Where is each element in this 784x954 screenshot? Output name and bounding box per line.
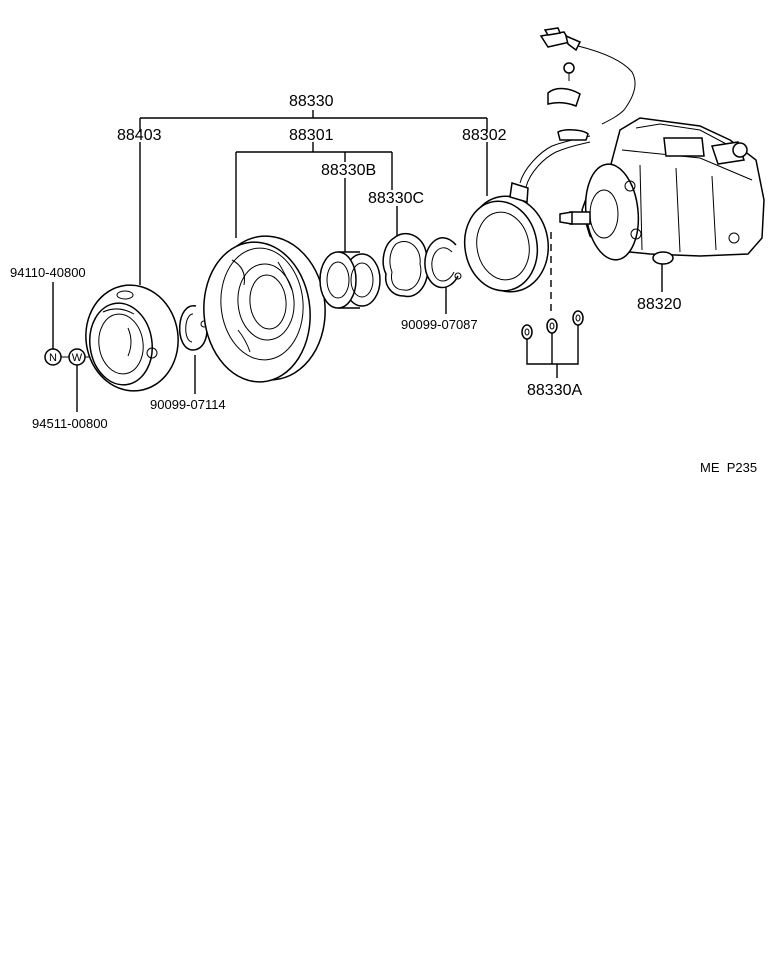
- clutch-hub-drawing: [85, 284, 179, 392]
- leader-lines: [52, 110, 663, 412]
- snap-ring-large-drawing: [424, 237, 462, 289]
- page-code: ME P235: [700, 460, 757, 475]
- label-nut-part: 94110-40800: [10, 265, 86, 280]
- label-bearing: 88330B: [321, 162, 376, 179]
- label-assembly: 88330: [289, 93, 334, 110]
- label-snap-ring-small: 90099-07114: [150, 397, 226, 412]
- compressor-drawing: [559, 117, 765, 265]
- label-stator: 88302: [462, 127, 507, 144]
- shims-drawing: [521, 310, 584, 340]
- cover-drawing: [382, 232, 429, 298]
- nut-symbol: N: [44, 348, 62, 366]
- label-snap-ring-large: 90099-07087: [401, 317, 478, 332]
- label-cover: 88330C: [368, 190, 424, 207]
- stator-drawing: [463, 135, 591, 293]
- label-shims: 88330A: [527, 382, 582, 399]
- label-clutch-hub: 88403: [117, 127, 162, 144]
- snap-ring-small-drawing: [179, 305, 208, 351]
- washer-symbol-label: W: [72, 352, 83, 364]
- bearing-drawing: [319, 251, 381, 309]
- label-pulley: 88301: [289, 127, 334, 144]
- pulley-drawing: [203, 235, 326, 383]
- nut-symbol-label: N: [49, 352, 57, 364]
- connector-drawing: [539, 27, 636, 141]
- label-compressor: 88320: [637, 296, 682, 313]
- label-washer-part: 94511-00800: [32, 416, 108, 431]
- washer-symbol: W: [68, 348, 86, 366]
